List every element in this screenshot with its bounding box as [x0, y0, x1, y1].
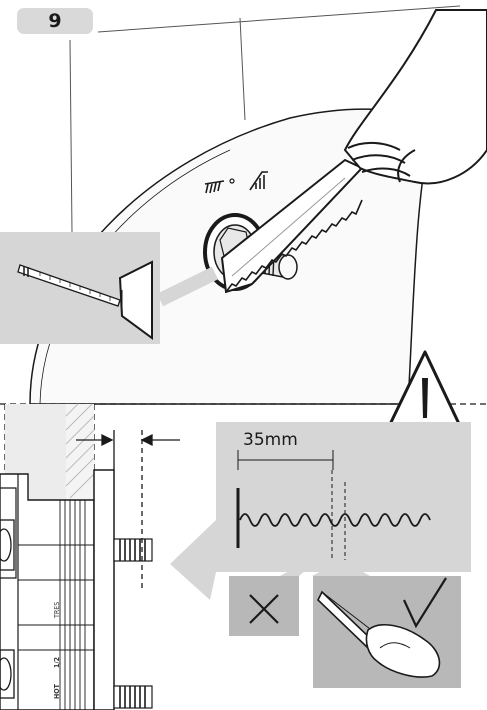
hot-indicator-icon — [249, 171, 268, 191]
correct-option-box — [312, 560, 461, 688]
panel-text-half: 1/2 — [53, 656, 61, 668]
cut-detail-panel — [170, 422, 471, 600]
cross-mark-icon — [249, 594, 279, 624]
wrong-option-box — [229, 576, 299, 636]
tape-inset — [0, 232, 219, 344]
step-number-badge: 9 — [17, 8, 93, 34]
section-cover — [93, 469, 115, 710]
temperature-dot — [229, 178, 235, 184]
panel-text-tres: TRES — [53, 601, 61, 618]
dimension-arrows — [76, 430, 180, 590]
check-mark-icon — [403, 577, 447, 629]
saw-blade — [220, 158, 364, 294]
cold-indicator-icon — [204, 180, 225, 194]
section-spindle-bottom — [113, 685, 153, 709]
cut-length-label: 35mm — [243, 430, 298, 450]
section-spindle-top — [113, 538, 153, 562]
hand — [343, 9, 487, 185]
section-wall — [0, 403, 95, 710]
panel-text-hot: HOT — [53, 684, 61, 699]
wall-lines — [69, 5, 461, 233]
